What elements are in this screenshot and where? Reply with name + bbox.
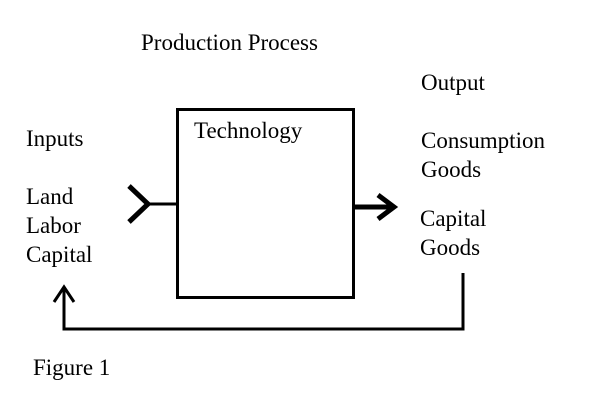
feedback-arrow-head: [52, 284, 76, 303]
figure-caption: Figure 1: [33, 355, 111, 380]
technology-box: [176, 108, 355, 299]
output-arrow-head: [376, 193, 399, 221]
diagram-title: Production Process: [141, 30, 318, 55]
consumption-goods-line-1: Consumption: [421, 128, 545, 153]
input-item-labor: Labor: [26, 213, 81, 238]
consumption-goods-line-2: Goods: [421, 157, 482, 182]
feedback-loop-line: [62, 273, 465, 331]
input-item-land: Land: [26, 184, 74, 209]
capital-goods-line-1: Capital: [420, 206, 487, 231]
inputs-heading: Inputs: [26, 126, 84, 151]
technology-label: Technology: [194, 118, 303, 143]
input-item-capital: Capital: [26, 242, 93, 267]
capital-goods-line-2: Goods: [420, 235, 481, 260]
input-chevron: [127, 184, 152, 224]
output-heading: Output: [421, 70, 485, 95]
